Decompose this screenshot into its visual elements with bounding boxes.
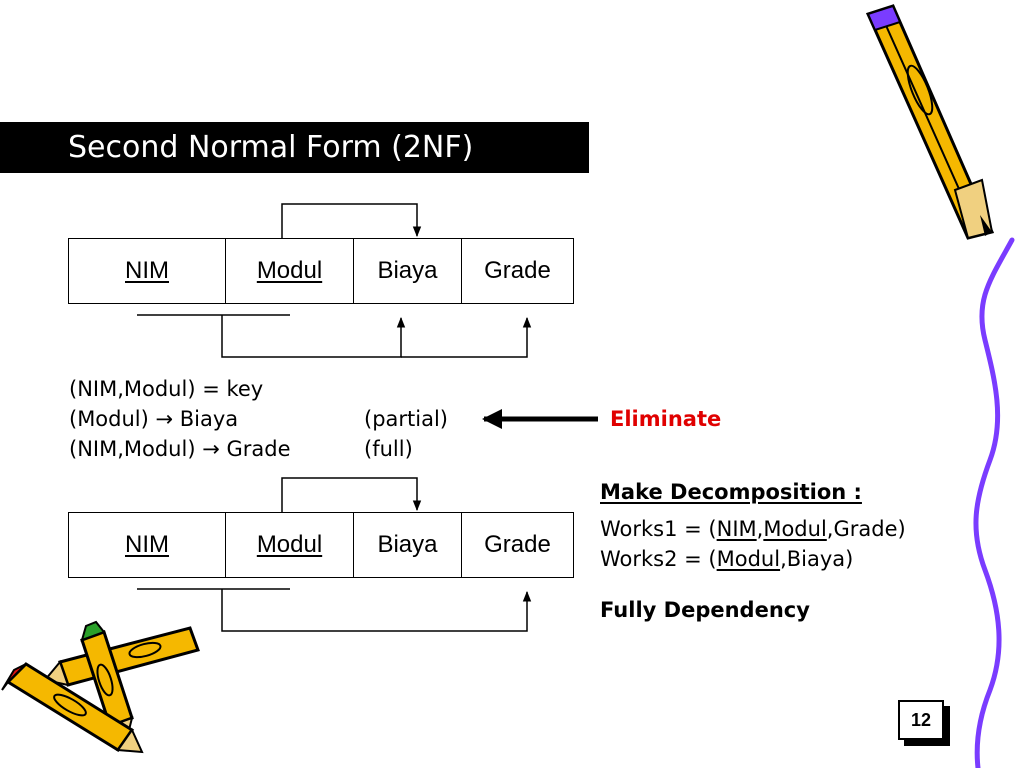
eliminate-label: Eliminate [610,407,722,431]
works2-prefix: Works2 = ( [600,547,717,571]
cell-modul-label: Modul [256,531,323,558]
cell-grade-label: Grade [484,531,551,558]
pencils-icon-bottom-left [1,620,200,754]
arrow-key-to-grade-2 [221,589,532,632]
page-number: 12 [898,700,944,740]
cell-grade: Grade [461,512,574,578]
cell-modul: Modul [225,512,354,578]
works1-key-modul: Modul [763,517,827,541]
works2-line: Works2 = (Modul,Biaya) [600,544,853,574]
works1-rest: ,Grade) [826,517,906,541]
arrow-modul-to-biaya-2 [281,477,422,512]
cell-biaya-label: Biaya [377,531,438,558]
cell-grade: Grade [461,238,574,304]
cell-biaya: Biaya [353,512,462,578]
arrow-key-to-biaya [221,315,406,358]
decomposition-heading: Make Decomposition : [600,480,862,504]
partial-label: (partial) [364,407,448,431]
arrow-key-to-grade [401,316,532,358]
cell-nim-label: NIM [125,257,169,284]
partial-dependency-statement: (Modul) → Biaya [69,407,239,431]
pencil-icon-top-right [865,4,995,240]
arrow-modul-to-biaya [281,203,422,238]
full-label: (full) [364,437,413,461]
cell-grade-label: Grade [484,257,551,284]
cell-nim-label: NIM [125,531,169,558]
cell-biaya: Biaya [353,238,462,304]
works1-separator: , [756,517,764,541]
works1-key-nim: NIM [716,517,757,541]
key-statement: (NIM,Modul) = key [69,377,264,401]
full-dependency-statement: (NIM,Modul) → Grade [69,437,291,461]
works2-key-modul: Modul [716,547,781,571]
fully-dependency-label: Fully Dependency [600,598,810,622]
title-bar [0,122,589,173]
cell-modul: Modul [225,238,354,304]
slide-title: Second Normal Form (2NF) [68,130,474,165]
cell-biaya-label: Biaya [377,257,438,284]
works2-rest: ,Biaya) [780,547,854,571]
cell-modul-label: Modul [256,257,323,284]
cell-nim: NIM [68,238,226,304]
works1-line: Works1 = (NIM,Modul,Grade) [600,514,906,544]
purple-squiggle-line [973,237,1015,768]
works1-prefix: Works1 = ( [600,517,717,541]
